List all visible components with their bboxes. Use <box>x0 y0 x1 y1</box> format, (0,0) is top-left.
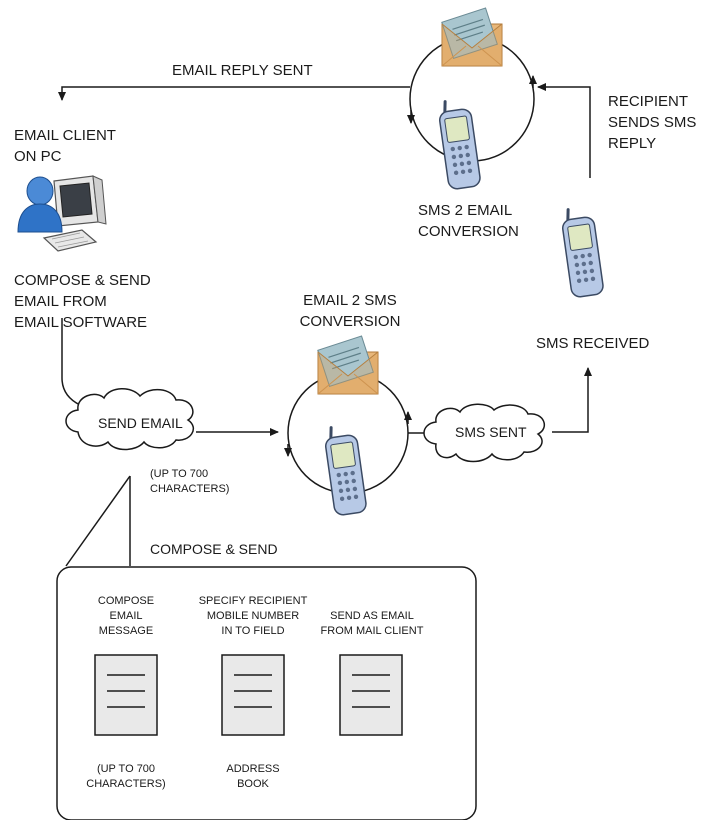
compose-send-box <box>56 566 477 820</box>
mobile-phone-icon <box>558 204 606 300</box>
mobile-phone-icon <box>435 96 483 192</box>
compose-to-cloud-line <box>61 318 81 406</box>
mobile-phone-icon <box>321 422 369 518</box>
envelope-icon <box>441 7 503 67</box>
sms-sent-cloud-label: SMS SENT <box>455 424 527 440</box>
email-reply-sent-label: EMAIL REPLY SENT <box>172 62 313 79</box>
sms-sent-cloud <box>423 403 546 463</box>
col1-note: (UP TO 700 CHARACTERS) <box>86 763 166 790</box>
email2sms-label: EMAIL 2 SMS CONVERSION <box>299 292 401 330</box>
col2-title: SPECIFY RECIPIENT MOBILE NUMBER IN TO FI… <box>198 595 308 637</box>
document-icon <box>339 654 403 736</box>
col2-note: ADDRESS BOOK <box>226 763 280 790</box>
user-computer-icon <box>17 175 107 252</box>
envelope-icon <box>317 335 379 395</box>
compose-and-send-label: COMPOSE & SEND <box>150 541 278 557</box>
email-reply-arrow <box>58 86 410 101</box>
pointer-line-left <box>65 475 131 567</box>
sms-sent-to-received-arrow <box>552 367 592 433</box>
send-email-cloud <box>65 388 194 451</box>
recipient-reply-label: RECIPIENT SENDS SMS REPLY <box>608 93 697 152</box>
recipient-reply-arrow <box>537 83 591 178</box>
col1-title: COMPOSE EMAIL MESSAGE <box>97 595 155 637</box>
send-email-cloud-label: SEND EMAIL <box>98 415 183 431</box>
document-icon <box>221 654 285 736</box>
up-to-700-label: (UP TO 700 CHARACTERS) <box>150 468 230 495</box>
col3-title: SEND AS EMAIL FROM MAIL CLIENT <box>320 610 424 637</box>
sms2email-label: SMS 2 EMAIL CONVERSION <box>418 202 519 240</box>
email-client-label: EMAIL CLIENT ON PC <box>14 127 116 165</box>
document-icon <box>94 654 158 736</box>
sms-received-label: SMS RECEIVED <box>536 335 650 352</box>
compose-send-email-label: COMPOSE & SEND EMAIL FROM EMAIL SOFTWARE <box>14 272 151 331</box>
